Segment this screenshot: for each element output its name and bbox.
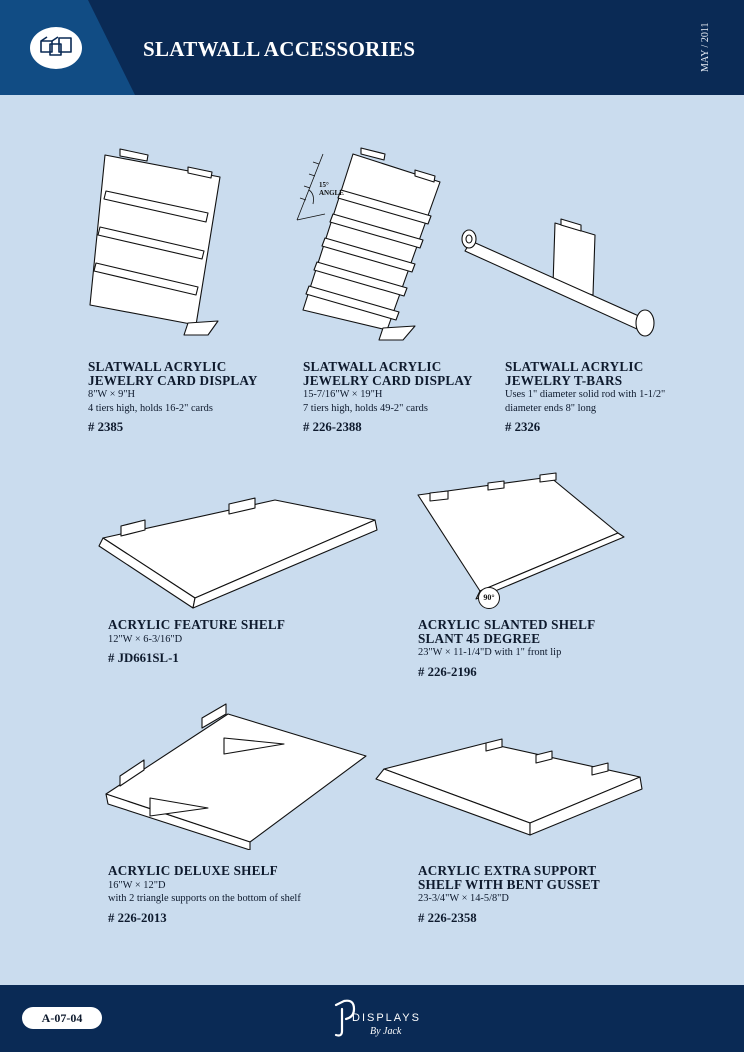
angle-annotation: 15° ANGLE <box>319 181 344 197</box>
product-card-226-2013: ACRYLIC DELUXE SHELF 16"W × 12"D with 2 … <box>108 864 301 926</box>
product-name-line: SLATWALL ACRYLIC <box>303 359 442 374</box>
product-detail: 16"W × 12"D <box>108 879 166 891</box>
product-sku: # 226-2196 <box>418 664 477 679</box>
product-image-deluxe-shelf <box>105 703 367 850</box>
product-name-line: ACRYLIC EXTRA SUPPORT <box>418 863 597 878</box>
issue-date: MAY / 2011 <box>700 22 711 72</box>
product-name: ACRYLIC FEATURE SHELF <box>108 618 285 632</box>
brand-wordmark: DISPLAYS <box>352 1012 421 1024</box>
product-sku: # 2326 <box>505 420 541 434</box>
product-detail: 12"W × 6-3/16"D <box>108 633 183 645</box>
product-sku: # JD661SL-1 <box>108 651 179 665</box>
product-image-jewelry-card-display-7tier <box>296 147 441 341</box>
page-code-badge: A-07-04 <box>22 1007 102 1029</box>
product-name: SLATWALL ACRYLIC JEWELRY CARD DISPLAY <box>88 360 258 387</box>
product-card-226-2358: ACRYLIC EXTRA SUPPORT SHELF WITH BENT GU… <box>418 864 600 926</box>
product-detail: diameter ends 8" long <box>505 402 597 414</box>
header-logo <box>30 27 82 69</box>
product-image-extra-support-shelf <box>375 738 643 836</box>
product-card-jd661sl-1: ACRYLIC FEATURE SHELF 12"W × 6-3/16"D # … <box>108 618 285 666</box>
product-image-jewelry-t-bar <box>461 218 655 337</box>
product-sku: # 226-2013 <box>108 910 167 925</box>
product-name-line: ACRYLIC SLANTED SHELF <box>418 617 596 632</box>
product-name-line: ACRYLIC DELUXE SHELF <box>108 863 278 878</box>
product-detail: 8"W × 9"H <box>88 389 136 400</box>
product-name-line: ACRYLIC FEATURE SHELF <box>108 617 286 632</box>
product-detail: 15-7/16"W × 19"H <box>303 389 383 400</box>
footer-bar <box>0 985 744 1052</box>
product-name: SLATWALL ACRYLIC JEWELRY CARD DISPLAY <box>303 360 473 387</box>
product-detail: with 2 triangle supports on the bottom o… <box>108 893 301 904</box>
product-card-2326: SLATWALL ACRYLIC JEWELRY T-BARS Uses 1" … <box>505 360 665 435</box>
product-sku: # 226-2388 <box>303 420 362 434</box>
page-title: SLATWALL ACCESSORIES <box>143 37 416 61</box>
angle-value: 15° <box>319 181 329 189</box>
product-name-line: JEWELRY T-BARS <box>505 372 623 388</box>
right-angle-badge: 90° <box>478 587 500 609</box>
product-card-2385: SLATWALL ACRYLIC JEWELRY CARD DISPLAY 8"… <box>88 360 258 435</box>
product-name-line: SLANT 45 DEGREE <box>418 630 541 646</box>
product-card-226-2388: SLATWALL ACRYLIC JEWELRY CARD DISPLAY 15… <box>303 360 473 435</box>
product-image-slanted-shelf <box>417 472 625 600</box>
product-card-226-2196: ACRYLIC SLANTED SHELF SLANT 45 DEGREE 23… <box>418 618 595 680</box>
product-name-line: SHELF WITH BENT GUSSET <box>418 876 600 892</box>
angle-label: ANGLE <box>319 189 344 197</box>
product-name: ACRYLIC DELUXE SHELF <box>108 864 301 878</box>
slatwall-hook-icon <box>40 36 72 56</box>
product-detail: 7 tiers high, holds 49-2" cards <box>303 402 428 414</box>
product-detail: 23-3/4"W × 14-5/8"D <box>418 893 509 904</box>
product-detail: 23"W × 11-1/4"D with 1" front lip <box>418 647 562 658</box>
product-name: ACRYLIC EXTRA SUPPORT SHELF WITH BENT GU… <box>418 864 600 891</box>
product-name-line: JEWELRY CARD DISPLAY <box>303 372 473 388</box>
product-name: ACRYLIC SLANTED SHELF SLANT 45 DEGREE <box>418 618 595 645</box>
product-image-feature-shelf <box>98 497 378 609</box>
product-sku: # 226-2358 <box>418 910 477 925</box>
product-image-jewelry-card-display-4tier <box>89 148 221 336</box>
jp-displays-logo-icon <box>334 999 356 1037</box>
product-name-line: SLATWALL ACRYLIC <box>505 359 644 374</box>
brand-tagline: By Jack <box>370 1026 402 1037</box>
product-sku: # 2385 <box>88 420 124 434</box>
product-name: SLATWALL ACRYLIC JEWELRY T-BARS <box>505 360 665 387</box>
product-name-line: JEWELRY CARD DISPLAY <box>88 372 258 388</box>
product-detail: Uses 1" diameter solid rod with 1-1/2" <box>505 389 666 400</box>
product-name-line: SLATWALL ACRYLIC <box>88 359 227 374</box>
product-detail: 4 tiers high, holds 16-2" cards <box>88 402 213 414</box>
